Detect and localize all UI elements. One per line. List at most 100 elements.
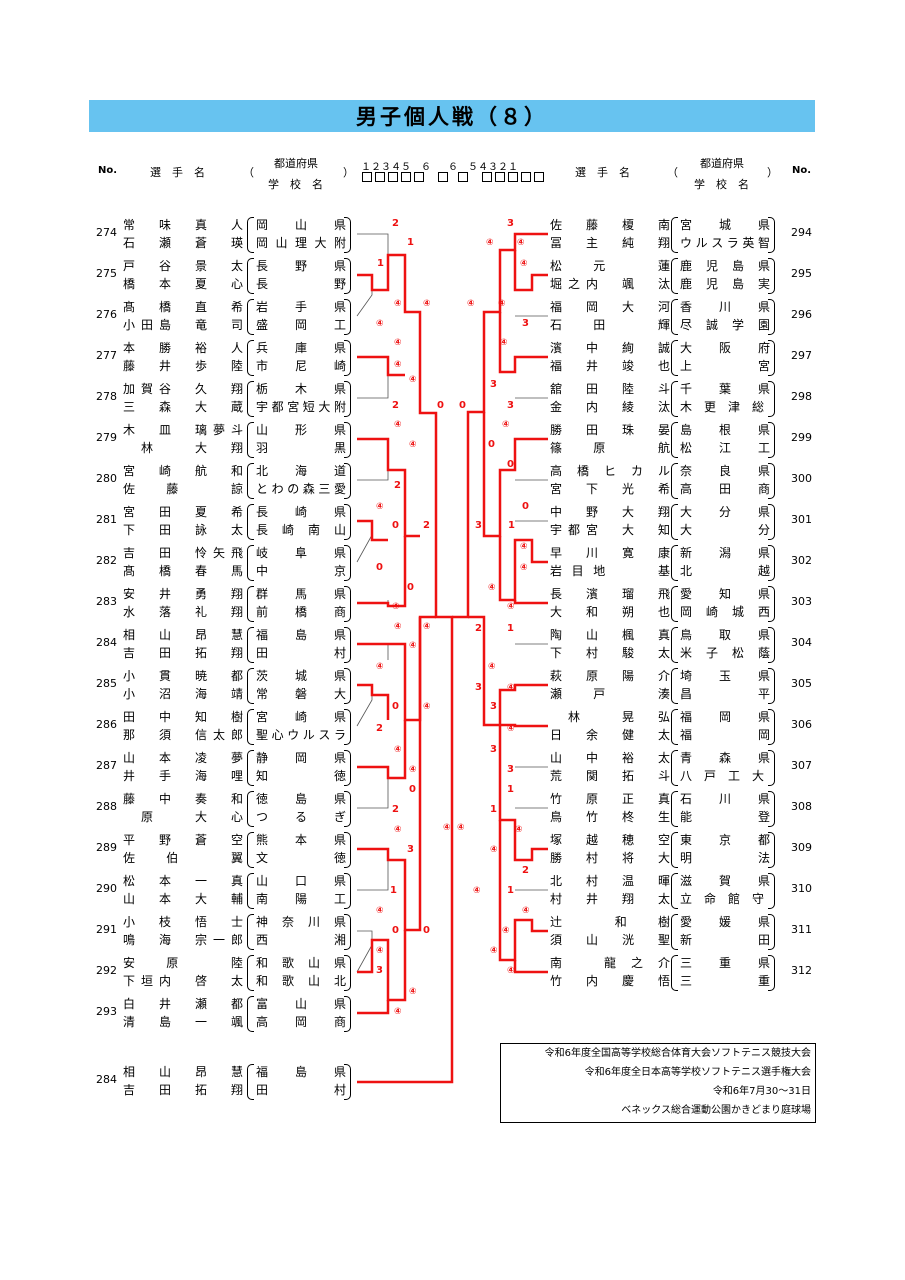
- entry-school: 大 分: [680, 523, 770, 537]
- entry-pref: 富 山 県: [256, 997, 346, 1011]
- entry-pref: 長 崎 県: [256, 505, 346, 519]
- entry-no: 303: [791, 595, 812, 608]
- bracket-win-line: [357, 615, 436, 722]
- round-check-box: [362, 172, 372, 182]
- bracket-score: 3: [490, 701, 497, 712]
- entry-bracket-close: [344, 750, 351, 786]
- left-entry: 290 松 本 一 真 山 本 大 輔 山 口 県 南 陽 工: [0, 870, 360, 910]
- bracket-score: 2: [475, 623, 482, 634]
- entry-school: 前 橋 商: [256, 605, 346, 619]
- bracket-score: ④: [394, 420, 402, 430]
- entry-bracket-close: [768, 873, 775, 909]
- entry-no: 275: [96, 267, 117, 280]
- entry-bracket-close: [344, 504, 351, 540]
- entry-school: 岡山理大附: [256, 236, 346, 250]
- entry-school: 三 重: [680, 974, 770, 988]
- bracket-score: ④: [394, 622, 402, 632]
- entry-player-2: 吉 田 拓 翔: [123, 646, 243, 660]
- entry-bracket-close: [768, 586, 775, 622]
- bracket-line: [357, 461, 389, 481]
- entry-bracket-open: [247, 668, 254, 704]
- entry-player-1: 木 皿 璃夢斗: [123, 423, 243, 437]
- entry-player-1: 南 龍之介: [550, 956, 670, 970]
- bracket-score: 3: [475, 520, 482, 531]
- bracket-score: 1: [407, 237, 414, 248]
- entry-player-2: 篠 原 航: [550, 441, 670, 455]
- round-check-box: [458, 172, 468, 182]
- entry-no: 311: [791, 923, 812, 936]
- entry-pref: 青 森 県: [680, 751, 770, 765]
- bracket-score: ④: [394, 360, 402, 370]
- entry-player-1: 山 中 裕 太: [550, 751, 670, 765]
- entry-bracket-open: [671, 340, 678, 376]
- entry-bracket-close: [344, 422, 351, 458]
- entry-school: 高 田 商: [680, 482, 770, 496]
- bracket-score: ④: [376, 502, 384, 512]
- entry-pref: 愛 知 県: [680, 587, 770, 601]
- bracket-score: ④: [423, 622, 431, 632]
- bracket-score: ④: [409, 641, 417, 651]
- bracket-score: ④: [515, 825, 523, 835]
- round-check-box: [521, 172, 531, 182]
- bracket-score: 0: [423, 925, 430, 936]
- bracket-win-line: [482, 412, 548, 538]
- entry-bracket-open: [671, 750, 678, 786]
- entry-pref: 徳 島 県: [256, 792, 346, 806]
- left-entry: 288 藤 中 奏 和 原 大 心 徳 島 県 つ る ぎ: [0, 788, 360, 828]
- entry-no: 288: [96, 800, 117, 813]
- entry-bracket-close: [344, 791, 351, 827]
- entry-no: 285: [96, 677, 117, 690]
- entry-player-2: 清 島 一 颯: [123, 1015, 243, 1029]
- entry-pref: 熊 本 県: [256, 833, 346, 847]
- entry-no: 294: [791, 226, 812, 239]
- entry-bracket-close: [344, 545, 351, 581]
- right-entry: 辻 和 樹 須 山 洸 聖 愛 媛 県 新 田 311: [540, 911, 905, 951]
- bracket-score: 2: [392, 400, 399, 411]
- entry-player-1: 北 村 温 暉: [550, 874, 670, 888]
- entry-bracket-close: [768, 709, 775, 745]
- entry-school: 羽 黒: [256, 441, 346, 455]
- final-entry-player-2: 吉 田 拓 翔: [123, 1083, 243, 1097]
- entry-player-1: 濱 中 絢 誠: [550, 341, 670, 355]
- bracket-score: ④: [409, 765, 417, 775]
- final-entry-bracket: [247, 1064, 254, 1100]
- bracket-score: ④: [409, 987, 417, 997]
- header-school-left: 学 校 名: [268, 178, 323, 191]
- entry-bracket-close: [768, 299, 775, 335]
- header-player-right: 選 手 名: [575, 166, 630, 179]
- entry-bracket-open: [671, 627, 678, 663]
- entry-school: とわの森三愛: [256, 482, 346, 496]
- entry-no: 277: [96, 349, 117, 362]
- bracket-line: [357, 870, 389, 891]
- entry-player-1: 林 晃 弘: [550, 710, 670, 724]
- entry-no: 278: [96, 390, 117, 403]
- entry-player-1: 陶 山 楓 真: [550, 628, 670, 642]
- entry-player-1: 髙 橋 直 希: [123, 300, 243, 314]
- entry-school: 尽 誠 学 園: [680, 318, 770, 332]
- bracket-win-line: [357, 519, 388, 542]
- entry-bracket-open: [671, 545, 678, 581]
- entry-player-2: 井 手 海 哩: [123, 769, 243, 783]
- bracket-score: ④: [520, 259, 528, 269]
- entry-no: 306: [791, 718, 812, 731]
- right-entry: 林 晃 弘 日 余 健 太 福 岡 県 福 岡 306: [540, 706, 905, 746]
- entry-school: 高 岡 商: [256, 1015, 346, 1029]
- entry-school: 田 村: [256, 646, 346, 660]
- bracket-score: 0: [437, 400, 444, 411]
- bracket-score: ④: [498, 299, 506, 309]
- entry-no: 289: [96, 841, 117, 854]
- entry-bracket-close: [768, 791, 775, 827]
- bracket-win-line: [357, 536, 407, 608]
- bracket-score: ④: [522, 906, 530, 916]
- entry-player-2: 那 須 信太郎: [123, 728, 243, 742]
- entry-no: 286: [96, 718, 117, 731]
- entry-player-1: 吉 田 怜矢飛: [123, 546, 243, 560]
- entry-no: 310: [791, 882, 812, 895]
- bracket-score: 2: [394, 480, 401, 491]
- entry-school: 能 登: [680, 810, 770, 824]
- bracket-win-line: [513, 250, 548, 292]
- entry-pref: 千 葉 県: [680, 382, 770, 396]
- event-info-box: 令和6年度全国高等学校総合体育大会ソフトテニス競技大会 令和6年度全日本高等学校…: [500, 1043, 816, 1123]
- entry-no: 284: [96, 636, 117, 649]
- entry-player-2: 橋 本 夏 心: [123, 277, 243, 291]
